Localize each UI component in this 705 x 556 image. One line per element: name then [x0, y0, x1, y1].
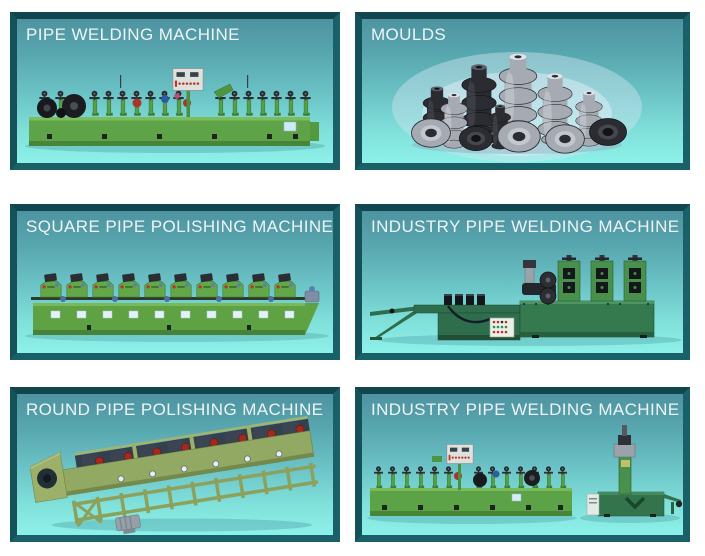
- panel-moulds[interactable]: MOULDS: [355, 12, 690, 170]
- panel-pipe-welding-machine[interactable]: PIPE WELDING MACHINE: [10, 12, 340, 170]
- panel-title: INDUSTRY PIPE WELDING MACHINE: [371, 217, 680, 236]
- industry-pipe-welding-machine-2-photo: [367, 425, 683, 524]
- square-pipe-polishing-machine-photo: [25, 273, 329, 342]
- moulds-photo: [392, 52, 642, 162]
- panel-industry-pipe-welding-machine-2[interactable]: INDUSTRY PIPE WELDING MACHINE: [355, 387, 690, 542]
- industry-pipe-welding-machine-photo: [370, 255, 682, 346]
- panel-title: INDUSTRY PIPE WELDING MACHINE: [371, 400, 680, 419]
- panel-title: MOULDS: [371, 25, 447, 44]
- pipe-welding-machine-photo: [25, 68, 325, 153]
- panel-industry-pipe-welding-machine-1[interactable]: INDUSTRY PIPE WELDING MACHINE: [355, 204, 690, 360]
- panel-title: ROUND PIPE POLISHING MACHINE: [26, 400, 324, 419]
- panel-round-pipe-polishing-machine[interactable]: ROUND PIPE POLISHING MACHINE: [10, 387, 340, 542]
- panel-title: PIPE WELDING MACHINE: [26, 25, 240, 44]
- round-pipe-polishing-machine-photo: [29, 415, 319, 535]
- panel-square-pipe-polishing-machine[interactable]: SQUARE PIPE POLISHING MACHINE: [10, 204, 340, 360]
- panel-title: SQUARE PIPE POLISHING MACHINE: [26, 217, 334, 236]
